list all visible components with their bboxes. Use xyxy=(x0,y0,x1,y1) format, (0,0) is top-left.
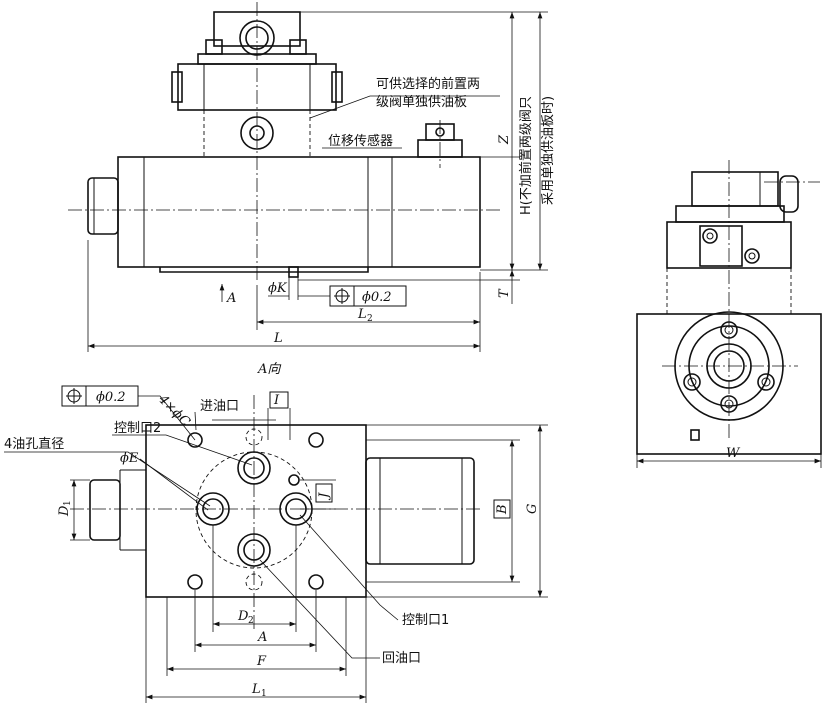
dim-i: I xyxy=(273,393,280,408)
dim-b: B xyxy=(495,504,510,515)
dim-a: A xyxy=(257,630,267,645)
label-optional-plate-2: 级阀单独供油板 xyxy=(376,95,467,110)
a-view xyxy=(70,395,482,630)
label-h-note-1: H(不加前置两级阀只 xyxy=(518,96,534,215)
label-return-port: 回油口 xyxy=(382,651,421,666)
dim-l1: L xyxy=(251,682,261,697)
dim-z: Z xyxy=(497,134,512,145)
dim-e: ϕE xyxy=(120,451,139,466)
label-displacement-sensor: 位移传感器 xyxy=(328,133,393,149)
dim-w: W xyxy=(726,446,741,461)
label-control-port-1: 控制口1 xyxy=(402,613,449,628)
dim-t: T xyxy=(497,288,512,298)
label-four-port-dia: 4油孔直径 xyxy=(4,437,64,452)
tol-1: ϕ0.2 xyxy=(362,290,392,305)
dim-l2: L xyxy=(357,307,367,322)
dim-d2-sub: 2 xyxy=(248,616,254,626)
dim-k: ϕK xyxy=(268,281,288,296)
label-view-a: A向 xyxy=(257,362,281,377)
front-view xyxy=(68,2,500,280)
arrow-a-label: A xyxy=(226,291,236,306)
side-view xyxy=(636,160,822,468)
dim-d1: D xyxy=(57,505,72,517)
dim-d1-sub: 1 xyxy=(63,500,73,506)
dim-f: F xyxy=(256,654,267,669)
tol-2: ϕ0.2 xyxy=(96,390,126,405)
a-view-dimensions xyxy=(4,385,548,703)
dim-g: G xyxy=(525,504,540,514)
label-h-note-2: 采用单独供油板时) xyxy=(541,96,556,205)
front-dimensions xyxy=(87,11,548,352)
label-inlet-port: 进油口 xyxy=(200,399,239,414)
dim-l: L xyxy=(273,331,283,346)
dim-l1-sub: 1 xyxy=(261,689,267,699)
dim-d2: D xyxy=(237,609,249,624)
dim-l2-sub: 2 xyxy=(367,314,373,324)
label-optional-plate-1: 可供选择的前置两 xyxy=(376,76,480,92)
label-control-port-2: 控制口2 xyxy=(114,421,161,436)
dim-j: J xyxy=(317,492,332,501)
